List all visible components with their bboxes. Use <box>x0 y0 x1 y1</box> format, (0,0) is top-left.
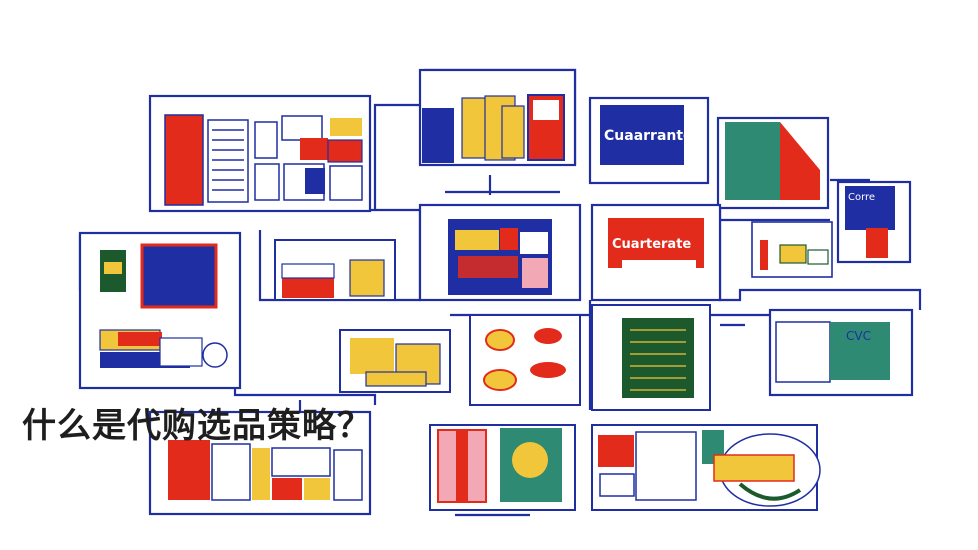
panel-corner-card: Corre <box>836 180 912 264</box>
panel-label-text: Cuaarrante <box>604 128 693 144</box>
panel-cvc-text: CVC <box>846 329 871 343</box>
panel-label-card: Cuaarrante <box>588 96 710 185</box>
panel-documents <box>148 94 372 213</box>
panel-bottom-left <box>148 410 372 516</box>
panel-food <box>469 314 581 406</box>
panel-corner-text: Corre <box>848 192 875 203</box>
panel-central-board <box>418 203 582 302</box>
panel-products <box>339 329 451 393</box>
panel-left-column <box>78 231 242 390</box>
panel-tools <box>751 221 833 278</box>
panel-right-teal: CVC <box>768 308 914 397</box>
panel-bottom-right <box>591 424 821 511</box>
panel-center-left <box>274 239 396 301</box>
panel-red-text: Cuarterate <box>612 237 691 252</box>
panel-green-board <box>591 304 711 411</box>
panel-red-card: Cuarterate <box>590 203 722 302</box>
panel-bottom-center <box>429 424 576 511</box>
panel-packages <box>418 68 577 167</box>
article-heading: 什么是代购选品策略？ <box>22 406 372 446</box>
panel-teal-card <box>716 116 830 210</box>
